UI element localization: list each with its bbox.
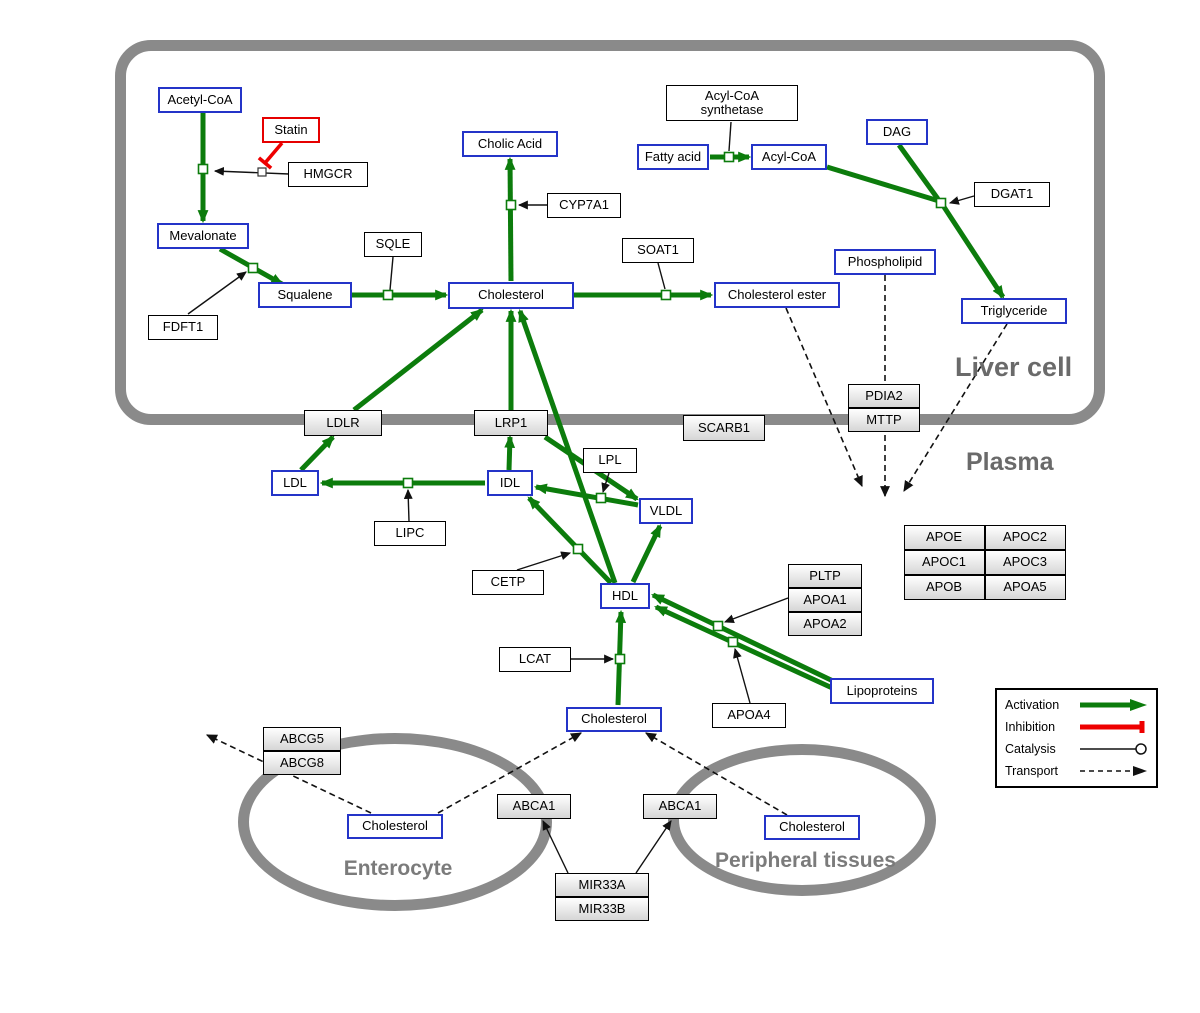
edge-act: [630, 524, 663, 584]
edge-cat: [403, 488, 413, 522]
reaction-node: [382, 289, 394, 301]
legend-activation-label: Activation: [1005, 698, 1060, 712]
edge-cat: [723, 597, 789, 623]
edge-act: [651, 592, 835, 684]
inhibition-bar: [257, 156, 273, 170]
reaction-node: [723, 151, 735, 163]
edge-act: [533, 483, 639, 508]
liver-cell-label: Liver cell: [955, 352, 1073, 382]
edge-inh: [263, 141, 284, 165]
edge-tr: [903, 323, 1008, 492]
edge-cat: [657, 262, 666, 290]
edge-act: [504, 156, 516, 282]
edge-act: [352, 308, 484, 412]
edge-cat: [213, 166, 290, 176]
reaction-node: [712, 620, 724, 632]
edge-act: [896, 143, 941, 201]
edge-act: [527, 496, 613, 585]
reaction-node: [247, 262, 259, 274]
legend-transport-label: Transport: [1005, 764, 1059, 778]
edge-act: [299, 435, 335, 472]
reaction-node: [660, 289, 672, 301]
transport-dashed-arrow-icon: [1080, 766, 1147, 776]
edge-act: [504, 434, 516, 471]
reaction-node: [572, 543, 584, 555]
peripheral-tissues-compartment: [668, 744, 936, 896]
edge-tr: [437, 732, 582, 814]
legend-inhibition-label: Inhibition: [1005, 720, 1056, 734]
enterocyte-label: Enterocyte: [343, 857, 453, 880]
reaction-node: [197, 163, 209, 175]
catalysis-circle-icon: [1080, 743, 1147, 755]
inhibition-tbar-icon: [1080, 721, 1145, 733]
peripheral-tissues-label: Peripheral tissues: [715, 849, 896, 872]
edge-cat: [187, 271, 247, 315]
edge-act: [941, 205, 1006, 299]
legend-row-catalysis: Catalysis: [1005, 742, 1148, 756]
plasma-label: Plasma: [966, 448, 1054, 476]
reaction-node: [935, 197, 947, 209]
legend-row-inhibition: Inhibition: [1005, 720, 1148, 734]
edge-cat: [635, 820, 672, 874]
edge-act: [654, 604, 843, 695]
activation-arrow-icon: [1080, 699, 1147, 711]
edge-cat: [948, 195, 975, 205]
legend-catalysis-label: Catalysis: [1005, 742, 1056, 756]
reaction-node: [505, 199, 517, 211]
edge-cat: [542, 819, 569, 874]
edge-act: [517, 308, 618, 584]
reaction-node: [402, 477, 414, 489]
edge-cat: [601, 472, 610, 494]
reaction-node: [595, 492, 607, 504]
edge-cat: [728, 121, 732, 152]
liver-cell-compartment: [115, 40, 1105, 425]
edge-cat: [733, 647, 751, 704]
edge-tr: [206, 734, 372, 814]
legend-row-activation: Activation: [1005, 698, 1148, 712]
edge-cat: [389, 256, 394, 291]
reaction-node: [727, 636, 739, 648]
anchor-node: [257, 167, 267, 177]
edge-tr: [785, 307, 863, 488]
edge-act: [826, 164, 940, 204]
edge-tr: [645, 732, 788, 816]
reaction-node: [614, 653, 626, 665]
legend: Activation Inhibition Catalysis Transpor…: [995, 688, 1158, 788]
legend-row-transport: Transport: [1005, 764, 1148, 778]
edge-cat: [516, 551, 572, 571]
